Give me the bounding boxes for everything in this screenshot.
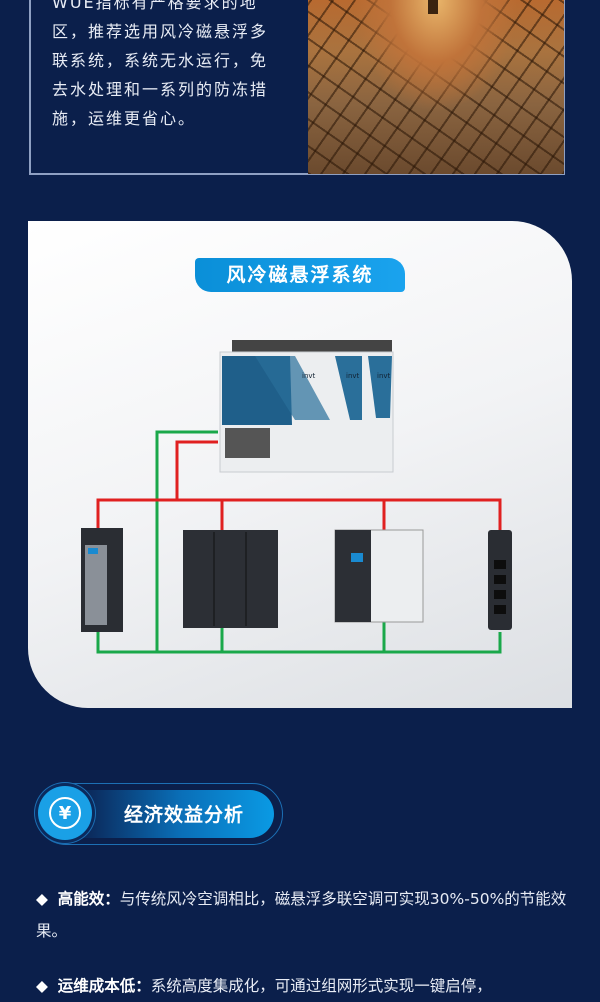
dry-land-photo — [308, 0, 564, 174]
in-row-unit — [334, 529, 424, 623]
svg-text:invt: invt — [346, 372, 360, 380]
point-high-efficiency: ◆ 高能效：与传统风冷空调相比，磁悬浮多联空调可实现30%-50%的节能效果。 — [36, 883, 570, 947]
pdu-unit — [488, 530, 512, 630]
tree-trunk — [428, 0, 438, 14]
svg-text:invt: invt — [377, 372, 391, 380]
rack-cabinet — [81, 528, 123, 632]
intro-text: WUE指标有严格要求的地区，推荐选用风冷磁悬浮多联系统，系统无水运行，免去水处理… — [52, 0, 269, 128]
diagram-title: 风冷磁悬浮系统 — [195, 258, 405, 292]
return-pipe — [96, 430, 502, 654]
section-badge-outline — [35, 783, 283, 845]
point-low-maintenance: ◆ 运维成本低：系统高度集成化，可通过组网形式实现一键启停， — [36, 970, 570, 1002]
point-text: 与传统风冷空调相比，磁悬浮多联空调可实现30%-50%的节能效果。 — [36, 890, 567, 940]
bullet-icon: ◆ — [36, 890, 48, 908]
point-label: 运维成本低： — [57, 977, 151, 995]
intro-frame — [29, 0, 565, 175]
chiller-unit: invt invt invt — [219, 340, 394, 473]
point-text: 系统高度集成化，可通过组网形式实现一键启停， — [150, 977, 492, 995]
supply-pipe — [96, 440, 502, 530]
yen-icon: ¥ — [38, 786, 92, 840]
bullet-icon: ◆ — [36, 977, 48, 995]
precision-ac-cabinet — [183, 530, 278, 628]
point-label: 高能效： — [57, 890, 120, 908]
section-title: 经济效益分析 — [124, 804, 245, 826]
brand-logo: invt — [302, 372, 316, 380]
